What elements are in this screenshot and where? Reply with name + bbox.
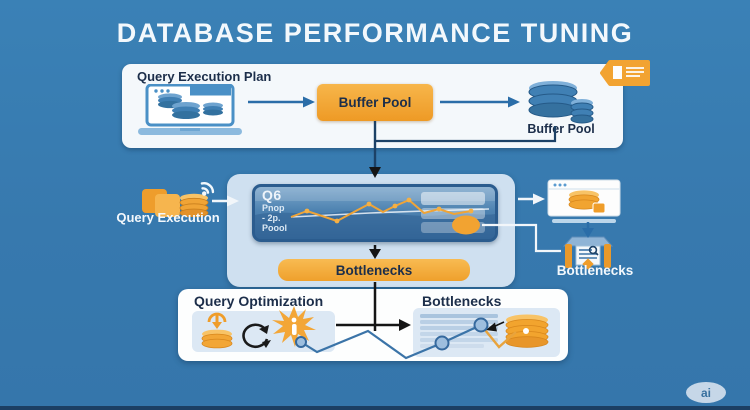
panel-line-4: Poool bbox=[262, 223, 287, 233]
buffer-pool-node: Buffer Pool bbox=[317, 84, 433, 121]
query-execution-icon bbox=[142, 189, 209, 217]
inspection-gate-icon bbox=[562, 236, 614, 270]
bottlenecks-header: Bottlenecks bbox=[422, 293, 502, 309]
bottlenecks-bar: Bottlenecks bbox=[278, 259, 470, 281]
monitor-database-icon bbox=[547, 179, 621, 223]
panel-line-1: Q6 bbox=[262, 187, 282, 203]
alert-info-icon bbox=[272, 306, 316, 347]
bottom-edge-strip bbox=[0, 406, 750, 410]
query-execution-plan-label: Query Execution Plan bbox=[137, 69, 272, 84]
laptop-database-icon bbox=[138, 84, 242, 135]
query-execution-label: Query Execution bbox=[116, 210, 220, 225]
refresh-icon bbox=[242, 323, 271, 348]
performance-chart-panel bbox=[252, 184, 498, 242]
panel-text: Q6 Pnop - 2p. Poool bbox=[262, 187, 332, 234]
database-import-icon bbox=[201, 312, 233, 349]
performance-sparkline bbox=[255, 187, 495, 239]
document-lines-icon bbox=[420, 314, 498, 348]
ai-watermark: ai bbox=[686, 382, 726, 403]
bottlenecks-right-label: Bottlenecks bbox=[556, 263, 634, 278]
buffer-pool-db-label: Buffer Pool bbox=[527, 122, 595, 136]
panel-line-3: - 2p. bbox=[262, 213, 281, 223]
panel-line-2: Pnop bbox=[262, 203, 285, 213]
database-orange-icon bbox=[505, 314, 549, 348]
database-stack-icon bbox=[528, 81, 594, 124]
document-badge-icon bbox=[600, 60, 650, 86]
wifi-icon bbox=[200, 182, 215, 196]
query-optimization-header: Query Optimization bbox=[194, 293, 324, 309]
page-title: DATABASE PERFORMANCE TUNING bbox=[116, 18, 634, 48]
